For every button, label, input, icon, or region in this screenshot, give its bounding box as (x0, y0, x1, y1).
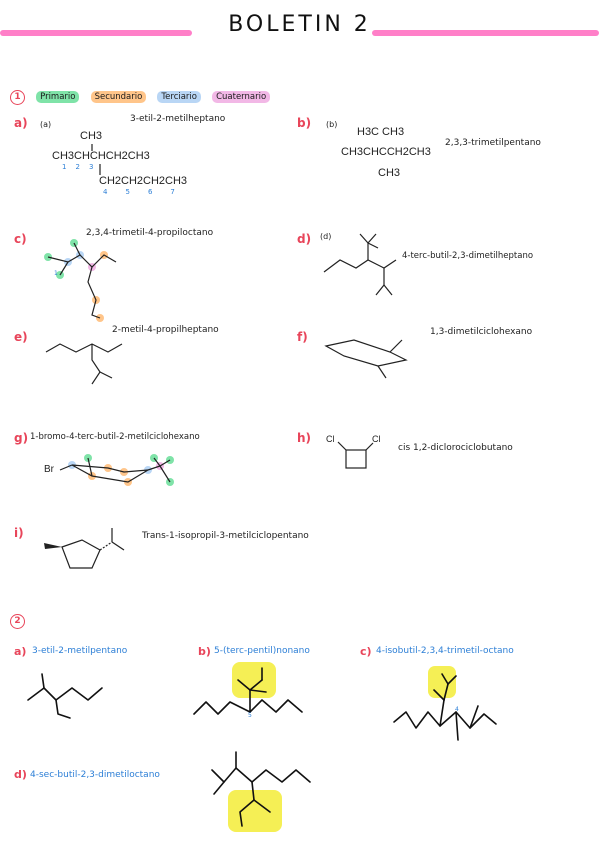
c-num-1: 1 (54, 270, 58, 277)
section-1-header: 1 Primario Secundario Terciario Cuaterna… (10, 84, 276, 105)
page-title: BOLETIN 2 (228, 12, 371, 37)
item-c-name: 2,3,4-trimetil-4-propiloctano (86, 228, 214, 238)
a-num-6: 6 (147, 188, 171, 196)
a-num-5: 5 (125, 188, 148, 196)
item-h-letter: h) (297, 431, 312, 445)
a-num-7: 7 (170, 188, 193, 196)
formula-a-main: CH3CHCHCH2CH3 (52, 150, 150, 162)
s2-a-letter: a) (14, 645, 27, 658)
item-e-name: 2-metil-4-propilheptano (112, 325, 219, 335)
legend-quaternary: Cuaternario (212, 91, 271, 103)
label-cl-1: Cl (326, 434, 335, 444)
header-bar-left (0, 30, 192, 36)
item-i-letter: i) (14, 526, 24, 540)
item-a-letter: a) (14, 116, 28, 130)
item-b-letter: b) (297, 116, 312, 130)
s2-c-name: 4-isobutil-2,3,4-trimetil-octano (376, 646, 514, 656)
structure-c-numbers: 1 (54, 270, 58, 277)
s2-c-number: 4 (455, 706, 459, 713)
formula-b-bottom: CH3 (378, 167, 401, 179)
formula-a-branch-numbers: 4567 (103, 188, 193, 196)
item-a-name: 3-etil-2-metilheptano (130, 114, 226, 124)
s2-d-letter: d) (14, 768, 27, 781)
item-f-name: 1,3-dimetilciclohexano (430, 327, 533, 337)
formula-a-main-text: CH3CHCHCH2CH3 (52, 150, 150, 162)
legend-primary: Primario (36, 91, 80, 103)
item-i-name: Trans-1-isopropil-3-metilciclopentano (142, 531, 309, 541)
label-br: Br (44, 464, 54, 475)
formula-a-branch: CH2CH2CH2CH3 (99, 175, 188, 187)
item-d-letter: d) (297, 232, 312, 246)
formula-a-top: CH3 (80, 130, 103, 142)
section-2-number: 2 (10, 614, 25, 629)
legend-secondary: Secundario (90, 91, 147, 103)
formula-a-numbers: 123 (62, 163, 102, 171)
item-h-name: cis 1,2-diclorociclobutano (398, 443, 513, 453)
s2-a-name: 3-etil-2-metilpentano (32, 646, 128, 656)
item-e-letter: e) (14, 330, 28, 344)
section-1-number: 1 (10, 90, 25, 105)
label-cl-2: Cl (372, 434, 381, 444)
a-num-1: 1 (62, 163, 76, 171)
item-g-name: 1-bromo-4-terc-butil-2-metilciclohexano (30, 432, 200, 442)
legend-tertiary: Terciario (157, 91, 201, 103)
a-num-3: 3 (88, 163, 103, 171)
item-b-tag: (b) (326, 120, 338, 129)
item-f-letter: f) (297, 330, 308, 344)
a-num-4: 4 (103, 188, 126, 196)
s2-b-letter: b) (198, 645, 211, 658)
item-b-name: 2,3,3-trimetilpentano (445, 138, 541, 148)
header-bar-right (372, 30, 599, 36)
item-d-tag: (d) (320, 232, 332, 241)
item-g-letter: g) (14, 431, 29, 445)
s2-c-letter: c) (360, 645, 372, 658)
item-a-tag: (a) (40, 120, 52, 129)
formula-b-top: H3C CH3 (357, 126, 405, 138)
item-d-name: 4-terc-butil-2,3-dimetilheptano (402, 251, 534, 261)
a-num-2: 2 (75, 163, 89, 171)
s2-b-name: 5-(terc-pentil)nonano (214, 646, 310, 656)
section-2-header: 2 (10, 608, 25, 629)
s2-d-name: 4-sec-butil-2,3-dimetiloctano (30, 770, 160, 780)
s2-b-number: 5 (248, 712, 252, 719)
formula-b-main: CH3CHCCH2CH3 (341, 146, 431, 158)
item-c-letter: c) (14, 232, 27, 246)
